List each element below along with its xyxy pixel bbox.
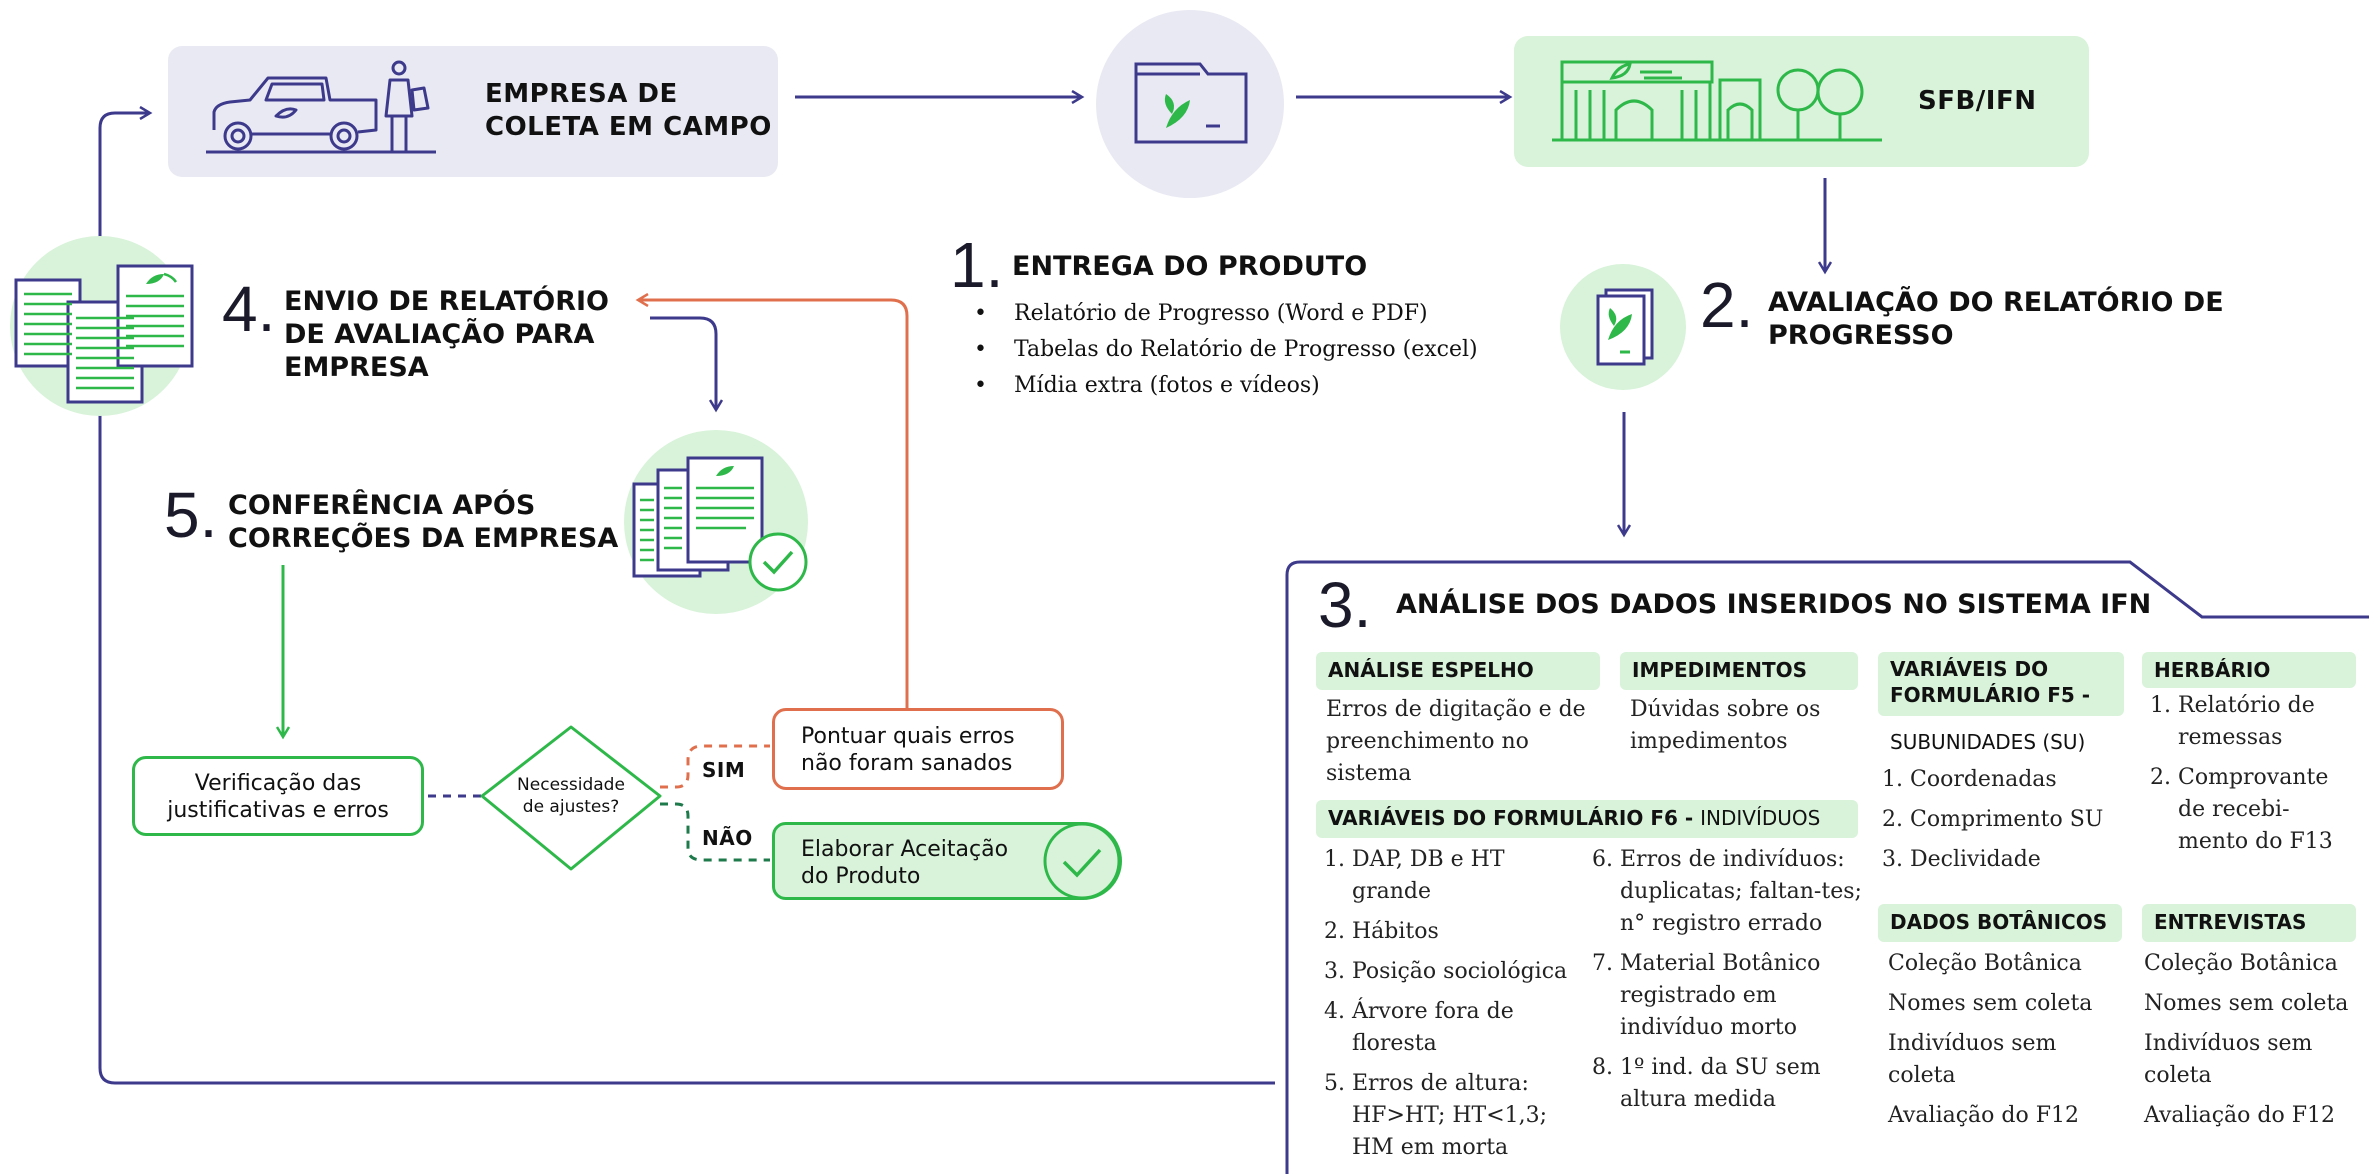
step4-title-line2: DE AVALIAÇÃO PARA: [284, 319, 595, 350]
folder-leaf-icon: [1134, 62, 1248, 144]
dash-decision-sim: [660, 744, 770, 789]
elaborar-line1: Elaborar Aceitação: [801, 837, 1009, 862]
tag-entrevistas: ENTREVISTAS: [2142, 904, 2356, 942]
pontuar-line2: não foram sanados: [801, 751, 1013, 776]
decision-diamond: [480, 725, 662, 871]
decision-line2: de ajustes?: [522, 797, 620, 817]
list-item: Nomes sem coleta: [2144, 991, 2349, 1016]
building-trees-icon: [1552, 60, 1882, 142]
dash-decision-nao: [660, 802, 770, 862]
list-item: Declividade: [1910, 844, 2128, 876]
list-item: Coleção Botânica: [2144, 951, 2338, 976]
step4-title-line1: ENVIO DE RELATÓRIO: [284, 286, 609, 317]
botanicos-list: Coleção Botânica Nomes sem coleta Indiví…: [1888, 948, 2108, 1140]
documents-check-icon: [632, 456, 808, 592]
f5-label-line2: FORMULÁRIO F5 -: [1890, 683, 2091, 707]
documents-stack-icon: [14, 264, 194, 404]
sfb-title: SFB/IFN: [1918, 86, 2037, 116]
step5-title-line2: CORREÇÕES DA EMPRESA: [228, 523, 619, 554]
tag-impedimentos: IMPEDIMENTOS: [1620, 652, 1858, 690]
verificacao-line1: Verificação das: [194, 771, 362, 796]
nao-label: NÃO: [702, 826, 753, 850]
decision-line1: Necessidade: [517, 775, 625, 795]
product-circle: [1096, 10, 1284, 198]
loop-back-to-empresa: [98, 113, 1275, 1085]
empresa-title-line1: EMPRESA DE: [485, 79, 678, 109]
list-item: Erros de altura: HF>HT; HT<1,3; HM em mo…: [1352, 1068, 1582, 1164]
list-item: Coordenadas: [1910, 764, 2128, 796]
arrow-pontuar-to-step4: [638, 300, 909, 708]
tag-herbario: HERBÁRIO: [2142, 652, 2356, 688]
sfb-node: SFB/IFN: [1514, 36, 2089, 167]
f5-label-line1: VARIÁVEIS DO: [1890, 657, 2049, 681]
step3-title: ANÁLISE DOS DADOS INSERIDOS NO SISTEMA I…: [1396, 589, 2152, 620]
list-item: Nomes sem coleta: [1888, 991, 2093, 1016]
step1-list: Relatório de Progresso (Word e PDF) Tabe…: [964, 298, 1478, 406]
list-item: Indivíduos sem coleta: [2144, 1031, 2313, 1088]
list-item: Comprovante de recebi-mento do F13: [2178, 762, 2338, 858]
list-item: Relatório de remessas: [2178, 690, 2338, 754]
herbario-list: Relatório de remessas Comprovante de rec…: [2148, 690, 2338, 866]
sim-label: SIM: [702, 758, 746, 782]
elaborar-box: Elaborar Aceitação do Produto: [772, 822, 1122, 900]
step3-panel-outline: [1285, 560, 2369, 1174]
step5-number: 5.: [164, 479, 218, 551]
pontuar-box: Pontuar quais erros não foram sanados: [772, 708, 1064, 790]
step2-title-line1: AVALIAÇÃO DO RELATÓRIO DE: [1768, 287, 2224, 318]
f6-col2: Erros de indivíduos: duplicatas; faltan-…: [1590, 844, 1870, 1124]
list-item: Árvore fora de floresta: [1352, 996, 1582, 1060]
verificacao-box: Verificação das justificativas e erros: [132, 756, 424, 836]
step1-number: 1.: [950, 229, 1004, 301]
list-item: Material Botânico registrado em indivídu…: [1620, 948, 1870, 1044]
step3-number: 3.: [1318, 569, 1372, 641]
tag-variaveis-f6: VARIÁVEIS DO FORMULÁRIO F6 - INDIVÍDUOS: [1316, 800, 1858, 838]
elaborar-line2: do Produto: [801, 864, 921, 889]
list-item: Posição sociológica: [1352, 956, 1582, 988]
entrevistas-list: Coleção Botânica Nomes sem coleta Indiví…: [2144, 948, 2364, 1140]
f6-col1: DAP, DB e HT grande Hábitos Posição soci…: [1322, 844, 1582, 1172]
verificacao-line2: justificativas e erros: [167, 798, 389, 823]
list-item: Coleção Botânica: [1888, 951, 2082, 976]
step1-item: Mídia extra (fotos e vídeos): [964, 370, 1478, 402]
empresa-node: EMPRESA DE COLETA EM CAMPO: [168, 46, 778, 177]
f5-sub: SUBUNIDADES (SU): [1890, 730, 2086, 754]
step4-title-line3: EMPRESA: [284, 352, 429, 383]
step1-item: Tabelas do Relatório de Progresso (excel…: [964, 334, 1478, 366]
list-item: Avaliação do F12: [1888, 1103, 2079, 1128]
step2-circle: [1560, 264, 1686, 390]
report-leaf-icon: [1596, 288, 1654, 366]
pickup-truck-person-icon: [206, 60, 436, 154]
step1-title: ENTREGA DO PRODUTO: [1012, 251, 1368, 282]
step5-title-line1: CONFERÊNCIA APÓS: [228, 490, 536, 521]
list-item: Comprimento SU: [1910, 804, 2128, 836]
step1-item: Relatório de Progresso (Word e PDF): [964, 298, 1478, 330]
list-item: Avaliação do F12: [2144, 1103, 2335, 1128]
step2-title-line2: PROGRESSO: [1768, 320, 1954, 351]
analise-espelho-text: Erros de digitação e de preenchimento no…: [1326, 697, 1586, 786]
tag-dados-botanicos: DADOS BOTÂNICOS: [1878, 904, 2122, 942]
f6-label-norm: INDIVÍDUOS: [1700, 806, 1821, 830]
empresa-title-line2: COLETA EM CAMPO: [485, 112, 772, 142]
f5-list: Coordenadas Comprimento SU Declividade: [1888, 764, 2128, 884]
arrow-step4-to-step5: [650, 316, 716, 410]
list-item: Hábitos: [1352, 916, 1582, 948]
list-item: 1º ind. da SU sem altura medida: [1620, 1052, 1870, 1116]
step2-number: 2.: [1700, 269, 1754, 341]
impedimentos-text: Dúvidas sobre os impedimentos: [1630, 697, 1821, 754]
list-item: DAP, DB e HT grande: [1352, 844, 1582, 908]
list-item: Erros de indivíduos: duplicatas; faltan-…: [1620, 844, 1870, 940]
checkmark-circle-icon: [1043, 822, 1121, 900]
f6-label: VARIÁVEIS DO FORMULÁRIO F6 -: [1328, 806, 1701, 830]
tag-analise-espelho: ANÁLISE ESPELHO: [1316, 652, 1600, 690]
step4-number: 4.: [222, 273, 276, 345]
list-item: Indivíduos sem coleta: [1888, 1031, 2057, 1088]
pontuar-line1: Pontuar quais erros: [801, 724, 1015, 749]
tag-variaveis-f5: VARIÁVEIS DO FORMULÁRIO F5 -: [1878, 652, 2124, 716]
